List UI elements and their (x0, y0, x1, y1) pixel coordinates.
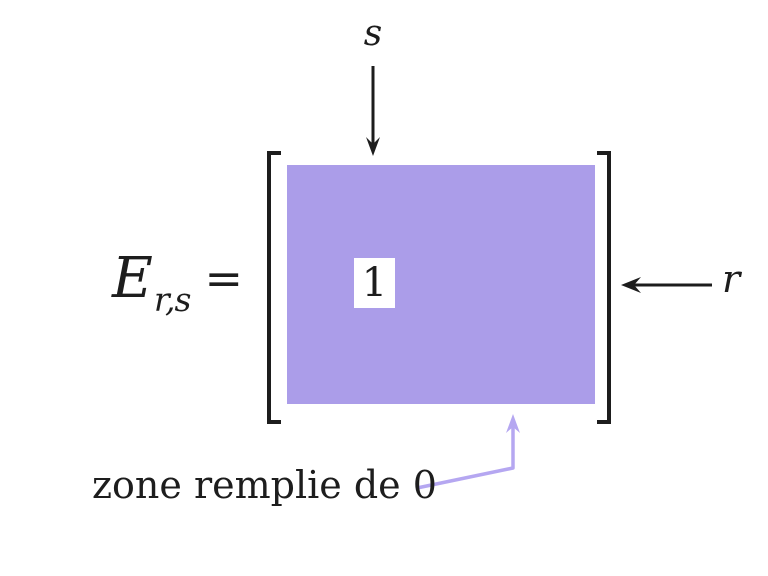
annotation-arrow-icon (416, 414, 520, 490)
row-index-label: r (722, 257, 741, 301)
column-pointer-arrow-icon (366, 66, 380, 156)
column-index-label: s (363, 13, 383, 54)
equals-sign: = (204, 251, 244, 305)
equation-subscript: r,s (153, 280, 192, 319)
equation-base-symbol: E (112, 246, 153, 311)
matrix-right-bracket (597, 151, 611, 424)
matrix-left-bracket (267, 151, 281, 424)
annotation-label: zone remplie de 0 (92, 463, 437, 507)
matrix-zero-zone (287, 165, 595, 404)
matrix-one-cell: 1 (354, 258, 395, 308)
row-pointer-arrow-icon (621, 277, 712, 293)
equation-lhs: Er,s= (112, 251, 244, 319)
